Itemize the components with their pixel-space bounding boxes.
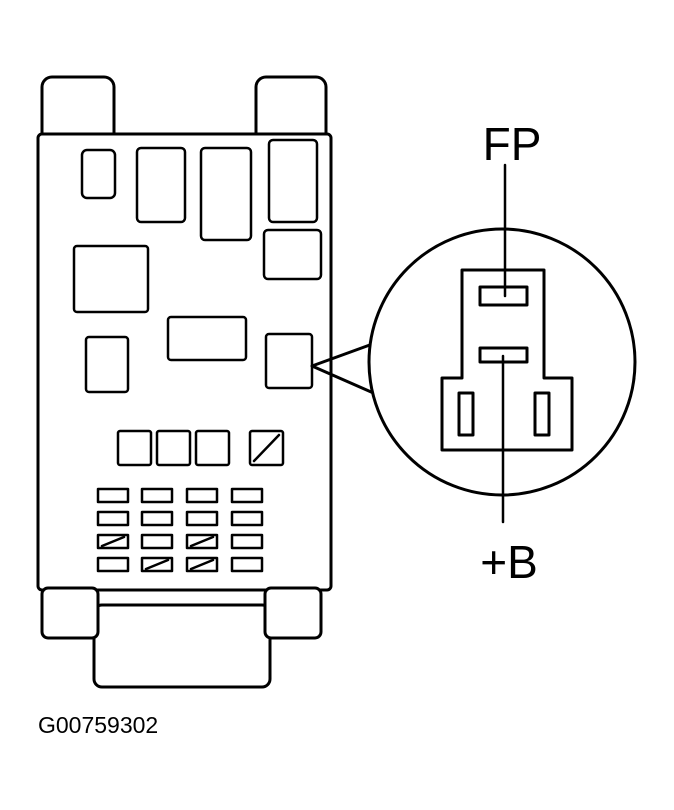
mini-fuse-blank-mark (189, 558, 215, 571)
mini-fuse (140, 556, 174, 573)
mini-fuse-blank-mark (144, 558, 170, 571)
callout-leader (310, 340, 380, 397)
mini-fuse (96, 487, 130, 504)
block-body (36, 132, 333, 592)
relay-socket (262, 228, 323, 281)
highlighted-relay-socket (264, 332, 314, 390)
maxi-fuse (116, 429, 153, 467)
mini-fuse-grid (96, 487, 264, 573)
maxi-fuse-blank-mark (252, 433, 281, 463)
mini-fuse (140, 487, 174, 504)
mini-fuse (185, 510, 219, 527)
fp-pin-label: FP (483, 118, 542, 170)
maxi-fuse (155, 429, 192, 467)
mini-fuse (140, 533, 174, 550)
mini-fuse (230, 533, 264, 550)
maxi-fuse (248, 429, 285, 467)
bottom-left-tab (40, 586, 100, 640)
mini-fuse (96, 533, 130, 550)
mini-fuse (96, 510, 130, 527)
mini-fuse (230, 487, 264, 504)
relay-socket (80, 148, 117, 200)
relay-socket (135, 146, 187, 224)
relay-socket (72, 244, 150, 314)
side-terminal-right (533, 391, 551, 437)
relay-terminal-face (440, 268, 574, 452)
maxi-fuse-row (116, 429, 285, 467)
mini-fuse-blank-mark (100, 535, 126, 548)
mini-fuse (230, 510, 264, 527)
relay-socket (267, 138, 319, 224)
side-terminal-left (457, 391, 475, 437)
maxi-fuse (194, 429, 231, 467)
mini-fuse (185, 556, 219, 573)
bottom-right-tab (263, 586, 323, 640)
relay-sockets (72, 138, 323, 394)
figure-code: G00759302 (38, 712, 158, 738)
mini-fuse (185, 533, 219, 550)
mini-fuse-blank-mark (189, 535, 215, 548)
relay-socket (199, 146, 253, 242)
b-pin-label: +B (480, 536, 538, 588)
bottom-connector (92, 603, 272, 689)
relay-socket (84, 335, 130, 394)
mini-fuse (185, 487, 219, 504)
mini-fuse (230, 556, 264, 573)
fp-terminal (478, 285, 529, 307)
mini-fuse (140, 510, 174, 527)
mini-fuse (96, 556, 130, 573)
junction-block (36, 75, 333, 689)
relay-socket (166, 315, 248, 362)
